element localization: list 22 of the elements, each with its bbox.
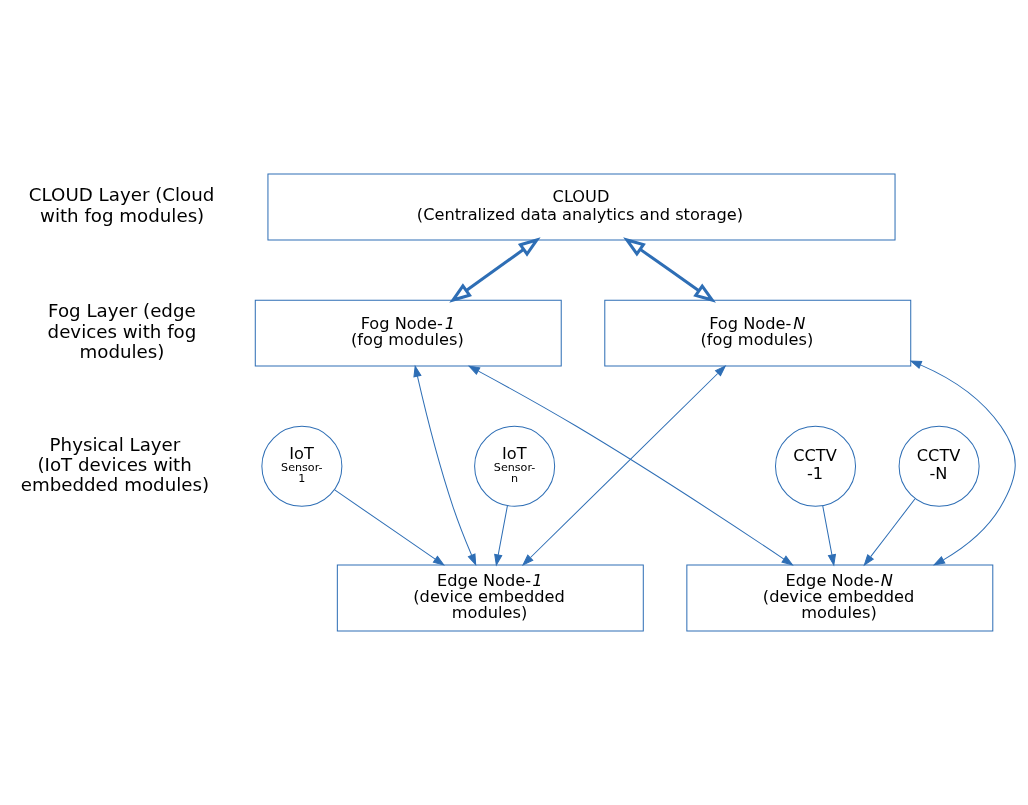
node-circle: IoT Sensor- 1 xyxy=(261,425,343,507)
arrow xyxy=(909,360,1016,566)
node-box: CLOUD (Centralized data analytics and storage) xyxy=(267,173,896,241)
arrow xyxy=(822,505,837,567)
node-circle: IoT Sensor- n xyxy=(474,425,556,507)
label: Physical Layer (IoT devices with embedded modules) xyxy=(20,433,210,496)
node-box: Edge Node-N (device embedded modules) xyxy=(686,564,994,632)
node-box: Fog Node-N (fog modules) xyxy=(604,299,912,367)
node-circle: CCTV -N xyxy=(898,425,980,507)
arrow xyxy=(494,505,508,567)
arrow xyxy=(521,365,727,566)
node-circle: CCTV -1 xyxy=(775,425,857,507)
arrow xyxy=(863,498,916,567)
arrow xyxy=(334,489,445,566)
arrow xyxy=(413,364,477,567)
label: CLOUD Layer (Cloud with fog modules) xyxy=(28,184,215,226)
arrow xyxy=(467,365,794,566)
label: Fog Layer (edge devices with fog modules) xyxy=(47,300,197,362)
arrow xyxy=(449,237,541,303)
arrow xyxy=(623,237,716,303)
node-box: Fog Node-1 (fog modules) xyxy=(254,299,562,367)
node-box: Edge Node-1 (device embedded modules) xyxy=(336,564,644,632)
